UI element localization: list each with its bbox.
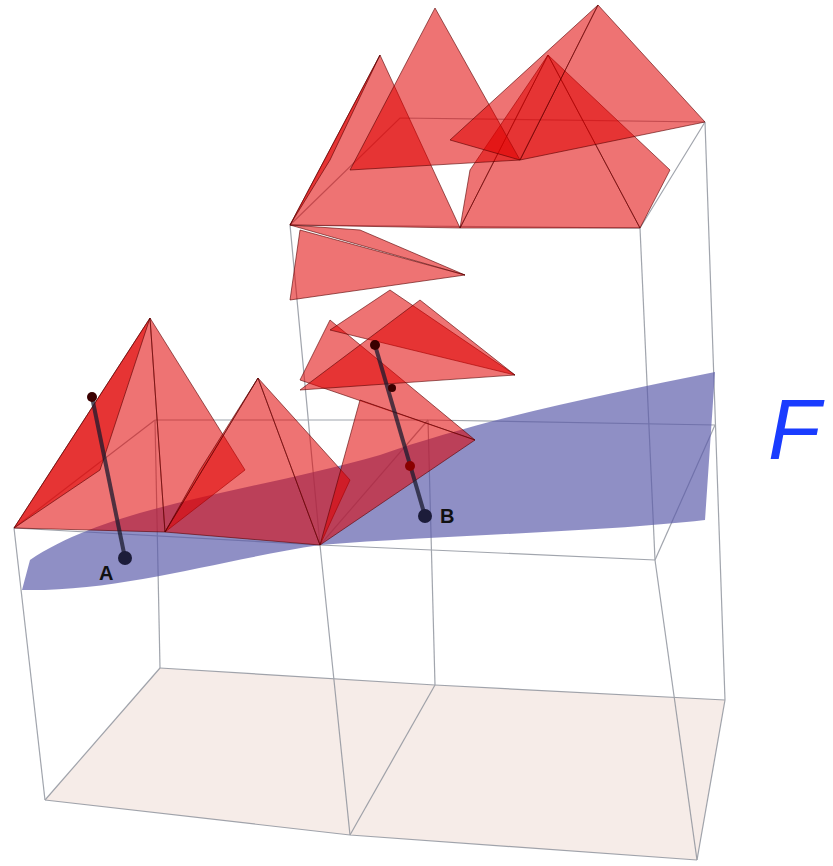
frame-edge xyxy=(45,668,160,800)
cube-frame xyxy=(14,118,725,860)
frame-edge xyxy=(45,800,697,860)
frame-edge xyxy=(160,668,725,700)
pyramid-face xyxy=(14,318,165,532)
point-label: A xyxy=(99,563,113,583)
point xyxy=(418,509,432,523)
frame-edge xyxy=(655,560,697,860)
pyramid-face xyxy=(14,318,150,528)
rod xyxy=(92,397,125,558)
rod xyxy=(375,345,425,516)
point xyxy=(118,551,132,565)
pyramids xyxy=(14,5,705,545)
pyramid-face xyxy=(450,5,598,160)
point xyxy=(370,340,380,350)
rods xyxy=(92,345,425,558)
point xyxy=(405,461,415,471)
floor-face xyxy=(45,668,725,860)
frame-edge xyxy=(697,700,725,860)
floor xyxy=(45,668,725,860)
surface-label: F xyxy=(768,386,821,472)
point xyxy=(388,384,396,392)
pyramid-face xyxy=(300,300,515,390)
pyramid-face xyxy=(165,378,258,532)
pyramid-face xyxy=(290,230,465,300)
frame-edge xyxy=(350,685,435,835)
point-label: B xyxy=(440,506,454,526)
frame-edge xyxy=(320,545,350,835)
point xyxy=(87,392,97,402)
points xyxy=(87,340,432,565)
